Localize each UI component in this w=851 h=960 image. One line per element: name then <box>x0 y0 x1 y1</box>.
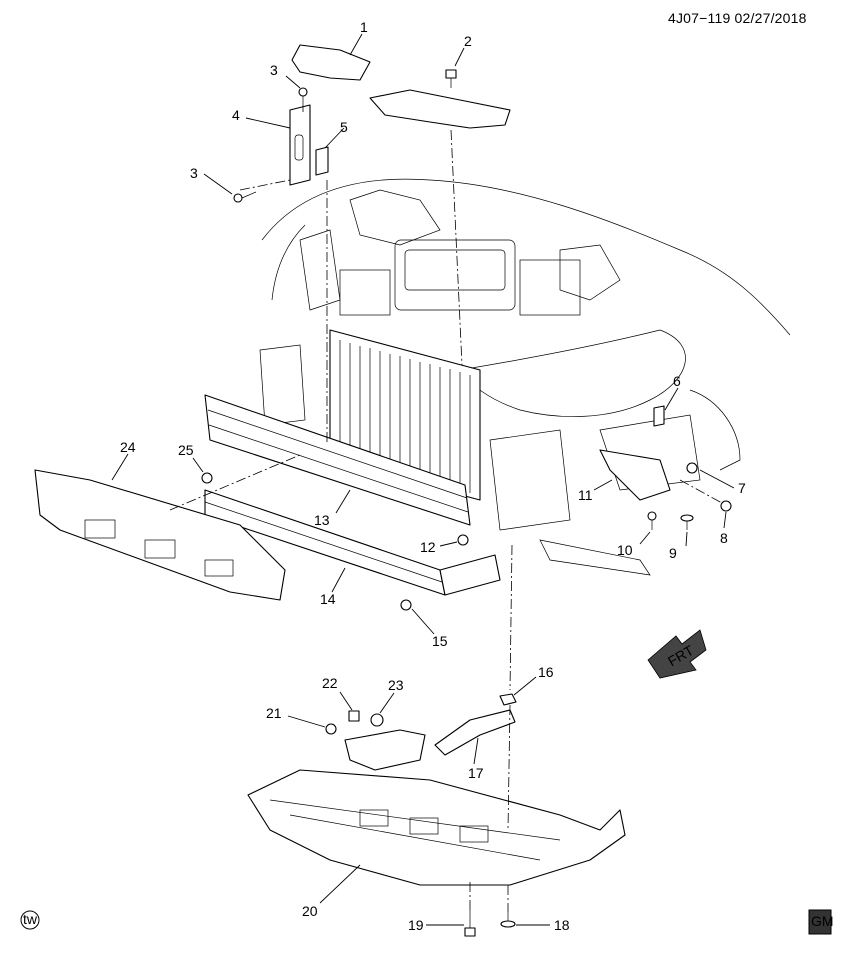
part-9-push-pin <box>680 514 694 530</box>
callout-20: 20 <box>302 903 318 919</box>
part-19-bolt <box>464 910 476 937</box>
callout-17: 17 <box>468 765 484 781</box>
part-11-bracket <box>599 449 671 501</box>
part-23-bolt <box>370 713 384 727</box>
callout-2: 2 <box>464 33 472 49</box>
part-3-bolt-lower <box>233 191 257 203</box>
callout-5: 5 <box>340 119 348 135</box>
callout-12: 12 <box>420 539 436 555</box>
part-4-bracket <box>289 104 311 186</box>
part-upper-bracket-right <box>369 89 511 129</box>
part-2-bolt <box>445 69 457 88</box>
leader-lines <box>111 33 735 926</box>
part-15-bolt <box>400 599 412 611</box>
callout-13: 13 <box>314 512 330 528</box>
part-16-nut <box>499 693 517 706</box>
part-12-bolt <box>457 534 469 546</box>
callout-9: 9 <box>669 545 677 561</box>
part-5-clip <box>315 146 329 176</box>
tw-badge-label: tw <box>23 911 38 927</box>
callout-1: 1 <box>360 19 368 35</box>
callout-8: 8 <box>720 530 728 546</box>
part-21-nut <box>325 723 337 735</box>
part-20-underbody-shield <box>247 769 626 886</box>
part-17-bracket <box>434 709 516 756</box>
part-8-bolt <box>720 500 732 512</box>
part-22-nut <box>348 710 360 722</box>
tw-badge: tw <box>20 910 40 930</box>
callout-labels: 1 2 3 3 4 5 6 7 8 9 10 11 12 13 14 15 16… <box>120 19 746 933</box>
callout-21: 21 <box>266 705 282 721</box>
callout-11: 11 <box>578 487 593 503</box>
part-6-clip <box>653 405 665 427</box>
gm-logo: GM <box>808 909 834 935</box>
callout-22: 22 <box>322 675 338 691</box>
callout-3-lower: 3 <box>190 165 198 181</box>
callout-4: 4 <box>232 107 240 123</box>
callout-14: 14 <box>320 591 336 607</box>
callout-18: 18 <box>554 917 570 933</box>
callout-25: 25 <box>178 442 194 458</box>
diagram-reference-code: 4J07−119 02/27/2018 <box>668 10 807 26</box>
part-3-bolt-upper <box>298 87 308 106</box>
gm-logo-label: GM <box>811 913 834 929</box>
callout-6: 6 <box>673 373 681 389</box>
part-25-bolt <box>201 472 213 484</box>
part-24-energy-absorber <box>34 469 286 601</box>
part-1-shroud-left <box>291 44 371 81</box>
callout-19: 19 <box>408 917 424 933</box>
assembly-guide-lines <box>169 106 723 912</box>
front-direction-arrow: FRT <box>647 629 707 679</box>
part-7-nut <box>686 462 698 474</box>
callout-23: 23 <box>388 677 404 693</box>
callout-16: 16 <box>538 664 554 680</box>
part-deflector-bracket <box>344 729 426 771</box>
engine-bay-illustration <box>259 178 791 576</box>
callout-10: 10 <box>617 542 633 558</box>
callout-24: 24 <box>120 439 136 455</box>
callout-15: 15 <box>432 633 448 649</box>
callout-3-upper: 3 <box>270 62 278 78</box>
callout-7: 7 <box>738 480 746 496</box>
part-18-screw <box>500 912 516 928</box>
part-13-upper-reinforcement <box>204 394 471 526</box>
part-10-bolt <box>647 511 657 530</box>
